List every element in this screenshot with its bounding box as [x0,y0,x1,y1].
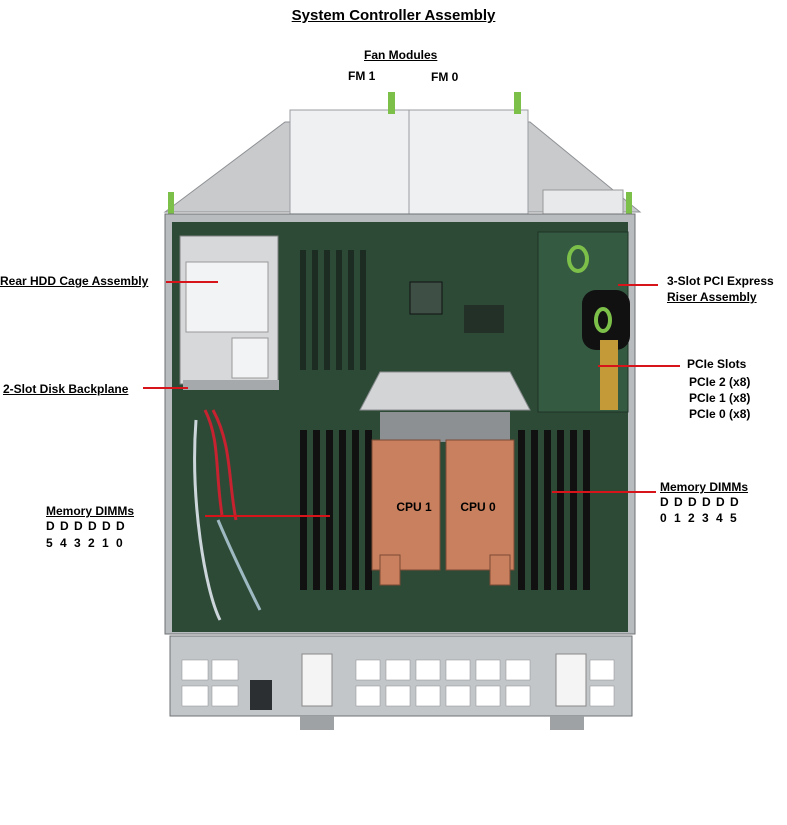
cpu-0-cooler [445,439,515,571]
cpu-0-label: CPU 0 [460,500,496,514]
leader-lines [143,281,680,517]
fan-modules-heading: Fan Modules [364,48,438,62]
fan-module-fm1-label: FM 1 [348,69,376,83]
page-title: System Controller Assembly [291,7,496,24]
cpu-1-label: CPU 1 [396,500,432,514]
fan-module-fm0-label: FM 0 [431,70,459,84]
pcie-slot-0-label: PCIe 0 (x8) [689,407,751,421]
riser-label-line1: 3-Slot PCI Express [667,274,774,288]
pcie-slot-2-label: PCIe 2 (x8) [689,375,751,389]
riser-label-line2: Riser Assembly [667,290,757,304]
fan-handle-fm1[interactable] [388,92,395,114]
left-memory-dimms-heading: Memory DIMMs [46,504,135,518]
disk-backplane-label: 2-Slot Disk Backplane [3,382,129,396]
pcie-slot-1-label: PCIe 1 (x8) [689,391,751,405]
pcie-slots-heading: PCIe Slots [687,357,747,371]
pcie-slot-contacts [600,340,618,410]
cpu-1-cooler [371,439,441,571]
disk-backplane [183,380,279,390]
dimm-bank-right [518,430,590,590]
right-memory-dimms-heading: Memory DIMMs [660,480,749,494]
dimm-bank-left [300,430,372,590]
rear-hdd-cage-label: Rear HDD Cage Assembly [0,274,149,288]
fan-handle-fm0[interactable] [514,92,521,114]
heatsink [359,371,531,411]
riser-handle[interactable] [582,290,630,350]
